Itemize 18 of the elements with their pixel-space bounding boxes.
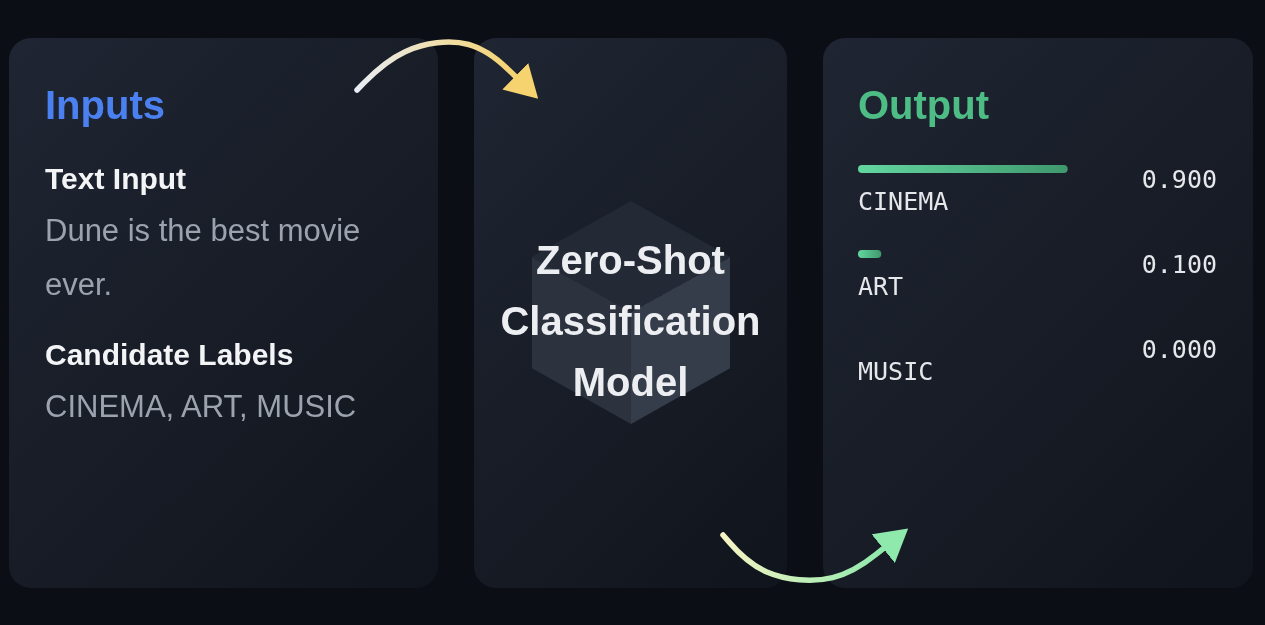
panel-heading: Output <box>858 82 991 129</box>
curved-arrow <box>720 528 909 583</box>
output-panel <box>823 38 1253 588</box>
curved-arrow <box>354 39 539 99</box>
model-title: Zero-Shot Classification Model <box>499 237 762 406</box>
score-value: 0.000 <box>1141 335 1217 365</box>
category-label: ART <box>858 272 904 302</box>
model-panel <box>474 38 787 588</box>
field-label: Text Input <box>45 161 188 197</box>
input-panel <box>9 38 438 588</box>
score-value: 0.900 <box>1141 165 1217 195</box>
score-value: 0.100 <box>1141 250 1217 280</box>
field-value: Dune is the best movie ever. <box>45 212 362 304</box>
panel-heading: Inputs <box>45 82 166 129</box>
category-label: CINEMA <box>858 187 949 217</box>
field-label: Candidate Labels <box>45 337 295 373</box>
field-value: CINEMA, ART, MUSIC <box>45 388 358 426</box>
category-label: MUSIC <box>858 357 934 387</box>
